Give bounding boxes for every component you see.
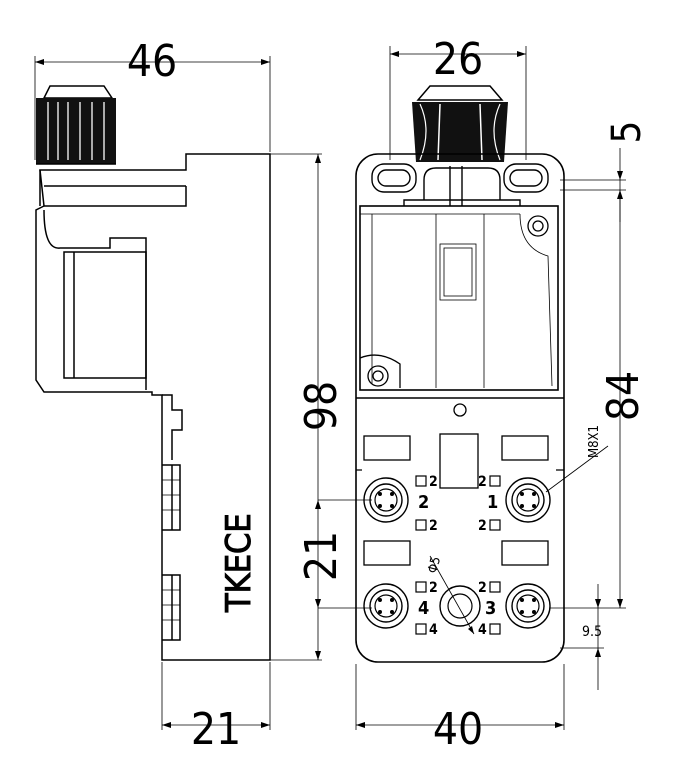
cable-gland-front: [412, 85, 508, 162]
dim-40: 40: [433, 704, 483, 755]
dim-26: 26: [433, 34, 483, 85]
port-number-left-lower: 4: [418, 598, 429, 619]
port-connector-tr: [505, 477, 551, 523]
pin-label: 4: [478, 622, 487, 638]
pin-label: 2: [429, 474, 438, 490]
center-hole: [429, 555, 481, 635]
port-connector-bl: [363, 583, 409, 629]
side-view: TKECE: [34, 56, 271, 730]
front-view: 2 2 2 2 2 4 2 4 2 1 4 3 M8X1: [355, 46, 626, 730]
pin-label: 2: [478, 518, 487, 534]
port-number-right-upper: 1: [487, 492, 498, 513]
dimension-labels: 46 26 5 98 84 21 21 40 9.5 Φ5: [127, 34, 650, 755]
cable-gland-side: [36, 85, 116, 165]
dim-21-bottom: 21: [191, 704, 241, 755]
dim-84: 84: [598, 371, 649, 421]
dim-9-5: 9.5: [582, 624, 602, 640]
dim-98: 98: [296, 381, 347, 431]
dim-phi5: Φ5: [425, 555, 444, 575]
pin-label: 2: [478, 474, 487, 490]
brand-label: TKECE: [219, 513, 259, 613]
pin-label: 2: [429, 518, 438, 534]
pin-label: 2: [429, 580, 438, 596]
port-number-right-lower: 3: [485, 598, 496, 619]
pin-label: 4: [429, 622, 438, 638]
thread-label: M8X1: [587, 425, 602, 458]
dim-5: 5: [604, 121, 650, 144]
port-connector-tl: [363, 477, 409, 523]
vertical-dimensions-left: [270, 153, 372, 661]
dim-46: 46: [127, 36, 177, 87]
pin-label: 2: [478, 580, 487, 596]
port-connector-br: [505, 583, 551, 629]
dim-21-vertical: 21: [296, 531, 347, 581]
port-number-left-upper: 2: [418, 492, 429, 513]
